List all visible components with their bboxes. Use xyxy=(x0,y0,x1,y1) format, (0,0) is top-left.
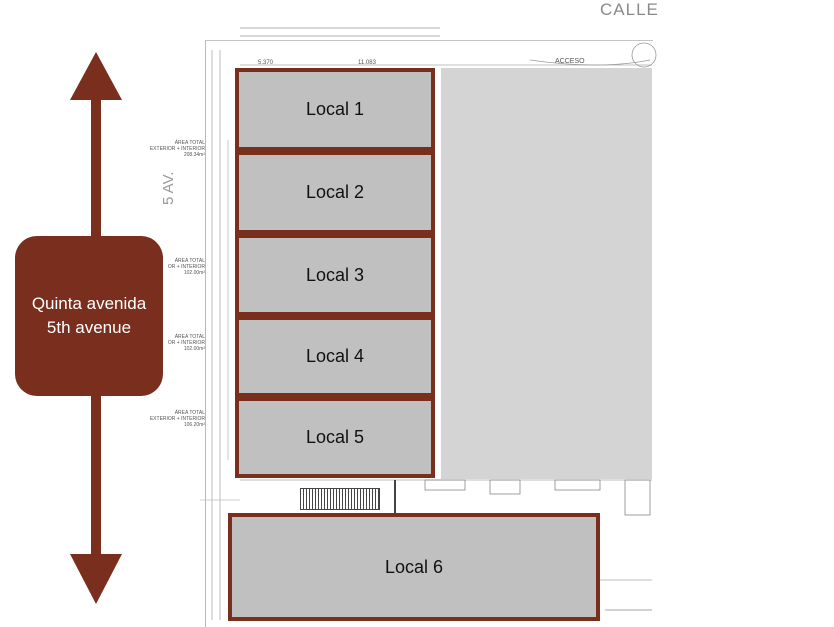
stair-hatch xyxy=(300,488,380,510)
area-note-subtitle: OR + INTERIOR xyxy=(167,264,205,270)
area-note-value: 102.00m² xyxy=(183,270,205,276)
area-note-subtitle: EXTERIOR + INTERIOR xyxy=(149,416,205,422)
adjacent-building-block xyxy=(441,68,652,479)
area-note-subtitle: OR + INTERIOR xyxy=(167,340,205,346)
floor-plan-lines xyxy=(200,27,657,620)
unit-local-2[interactable]: Local 2 xyxy=(235,151,435,234)
area-note-subtitle: EXTERIOR + INTERIOR xyxy=(149,146,205,152)
area-note-title: ÁREA TOTAL xyxy=(174,140,205,146)
dimension-top-right: 11.083 xyxy=(358,60,376,66)
unit-label: Local 3 xyxy=(305,264,365,285)
street-label: CALLE xyxy=(600,0,659,19)
unit-label: Local 2 xyxy=(305,182,365,202)
area-note-value: 102.00m² xyxy=(183,346,205,352)
unit-label: Local 1 xyxy=(305,99,365,119)
arrow-shaft-top xyxy=(91,98,101,238)
area-note-local-5: ÁREA TOTAL EXTERIOR + INTERIOR 106.20m² xyxy=(130,410,205,428)
avenue-label: 5 AV. xyxy=(160,171,177,205)
area-note-value: 106.20m² xyxy=(183,422,205,428)
area-note-title: ÁREA TOTAL xyxy=(174,410,205,416)
unit-local-5[interactable]: Local 5 xyxy=(235,397,435,478)
area-note-local-1: ÁREA TOTAL EXTERIOR + INTERIOR 208.34m² xyxy=(130,140,205,158)
unit-local-1[interactable]: Local 1 xyxy=(235,68,435,151)
area-note-title: ÁREA TOTAL xyxy=(174,334,205,340)
area-note-local-3: ÁREA TOTAL OR + INTERIOR 102.00m² xyxy=(130,258,205,276)
arrow-shaft-bottom xyxy=(91,394,101,554)
access-label: ACCESO xyxy=(555,58,585,65)
unit-label: Local 6 xyxy=(384,556,444,577)
unit-local-3[interactable]: Local 3 xyxy=(235,234,435,316)
unit-local-6[interactable]: Local 6 xyxy=(228,513,600,621)
badge-line-1: Quinta avenida xyxy=(31,294,147,313)
area-note-value: 208.34m² xyxy=(183,152,205,158)
unit-label: Local 4 xyxy=(305,346,365,366)
badge-line-2: 5th avenue xyxy=(46,318,132,337)
double-arrow-icon xyxy=(70,52,122,604)
unit-local-4[interactable]: Local 4 xyxy=(235,316,435,397)
area-note-local-4: ÁREA TOTAL OR + INTERIOR 102.00m² xyxy=(130,334,205,352)
area-note-title: ÁREA TOTAL xyxy=(174,258,205,264)
avenue-badge: Quinta avenida 5th avenue xyxy=(15,236,163,396)
unit-label: Local 5 xyxy=(305,427,365,447)
dimension-top-left: 5.370 xyxy=(258,60,274,66)
